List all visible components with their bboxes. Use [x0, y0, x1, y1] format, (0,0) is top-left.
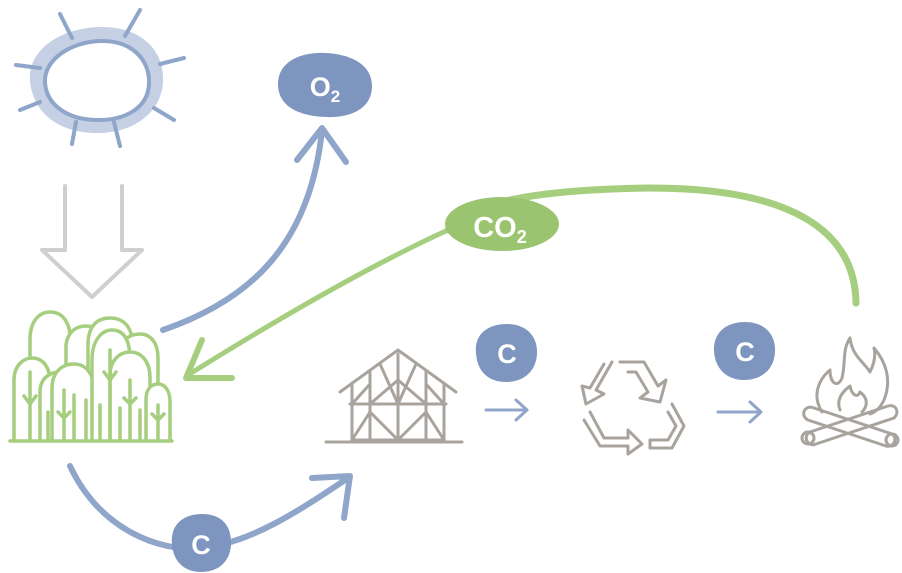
oxygen-arrow [160, 125, 349, 333]
oxygen-label: O [310, 72, 331, 102]
svg-text:CO2: CO2 [473, 212, 527, 247]
carbon-badge-1: C [475, 324, 538, 382]
carbon-badge-bottom: C [171, 514, 232, 572]
co2-badge: CO2 [445, 197, 559, 251]
carbon-label-2: C [735, 337, 755, 367]
oxygen-subscript: 2 [331, 87, 340, 106]
carbon-label-1: C [497, 339, 517, 369]
svg-text:O2: O2 [310, 72, 340, 106]
recycling-icon [580, 360, 686, 456]
co2-subscript: 2 [517, 227, 527, 247]
carbon-badge-2: C [713, 322, 776, 380]
carbon-label-bottom: C [191, 530, 211, 560]
co2-label: CO [473, 212, 517, 244]
half-timbered-house-icon [324, 348, 464, 444]
small-arrow-2 [716, 400, 763, 424]
sun-icon [14, 8, 186, 148]
forest-icon [8, 310, 174, 443]
campfire-icon [800, 336, 900, 448]
sunlight-arrow [40, 184, 144, 299]
oxygen-badge: O2 [278, 52, 372, 118]
small-arrow-1 [484, 398, 529, 422]
